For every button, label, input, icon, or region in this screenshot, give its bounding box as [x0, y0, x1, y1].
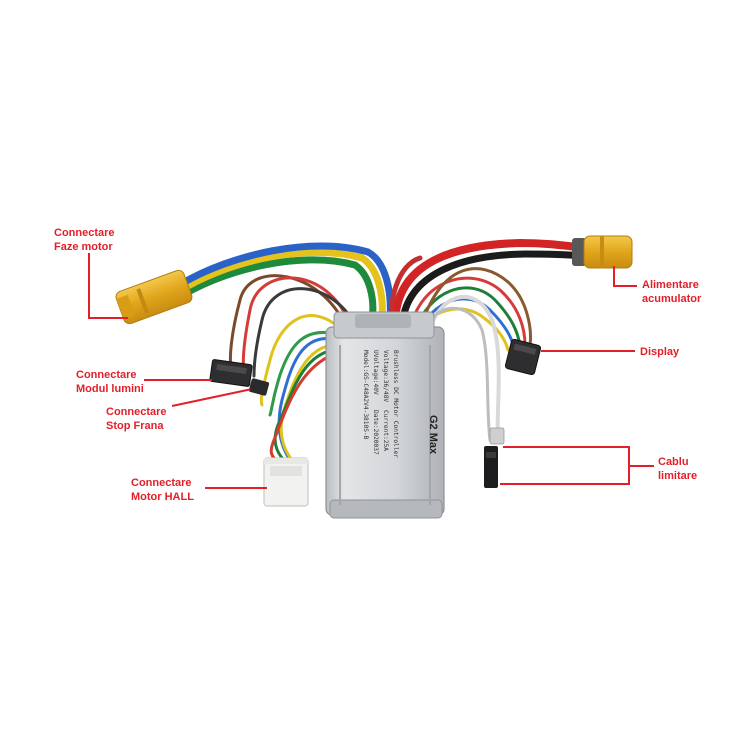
leader-lumini: [144, 379, 212, 381]
label-faze-motor: Connectare Faze motor: [54, 226, 115, 254]
signal-wires-left: [228, 274, 357, 462]
hall-connector: [263, 457, 309, 507]
leader-hall: [205, 487, 267, 489]
label-cablu-limitare: Cablu limitare: [658, 455, 697, 483]
label-line: limitare: [658, 470, 698, 482]
label-line: Stop Frana: [106, 420, 164, 432]
limit-cable: [422, 295, 501, 442]
leader-cablu-to-label: [628, 465, 654, 467]
label-line: Connectare: [76, 369, 137, 381]
label-alimentare: Alimentare acumulator: [642, 278, 701, 306]
leader-cablu-top: [503, 446, 629, 448]
phase-connector: [115, 269, 193, 325]
lights-connector: [209, 359, 253, 387]
sticker-line: Current:25A: [382, 410, 389, 451]
label-line: Motor HALL: [131, 491, 194, 503]
sticker-line: Date:2020037: [372, 410, 379, 455]
label-motor-hall: Connectare Motor HALL: [131, 476, 194, 504]
leader-alimentare-v: [613, 266, 615, 286]
label-line: Modul lumini: [76, 383, 144, 395]
sticker-line: Model:GS-C48A2V4-3810S-B: [362, 350, 369, 440]
controller-sticker: G2 Max Brushless DC Motor Controller Vol…: [362, 350, 439, 458]
limit-connector: [484, 427, 505, 488]
label-modul-lumini: Connectare Modul lumini: [76, 368, 144, 396]
label-line: Display: [640, 346, 680, 358]
leader-cablu-bottom: [500, 483, 630, 485]
label-line: Alimentare: [642, 279, 699, 291]
label-line: Connectare: [106, 406, 167, 418]
leader-faze-motor-v: [88, 253, 90, 318]
label-line: acumulator: [642, 293, 702, 305]
phase-wires: [171, 242, 394, 324]
sticker-line: Brushless DC Motor Controller: [392, 350, 399, 458]
display-connector: [504, 338, 542, 376]
controller-housing: [325, 311, 445, 519]
sticker-brand: G2 Max: [427, 415, 439, 455]
leader-alimentare-h: [613, 285, 637, 287]
brake-connector: [248, 378, 270, 396]
leader-display: [541, 350, 635, 352]
sticker-line: Voltage:36/48V: [382, 350, 389, 402]
label-stop-frana: Connectare Stop Frana: [106, 405, 167, 433]
label-line: Faze motor: [54, 241, 113, 253]
label-line: Connectare: [54, 227, 115, 239]
battery-connector: [572, 235, 633, 269]
leader-faze-motor-h: [88, 317, 128, 319]
label-line: Connectare: [131, 477, 192, 489]
label-line: Cablu: [658, 456, 689, 468]
label-display: Display: [640, 345, 679, 359]
sticker-line: UVoltage:40V: [372, 350, 379, 395]
